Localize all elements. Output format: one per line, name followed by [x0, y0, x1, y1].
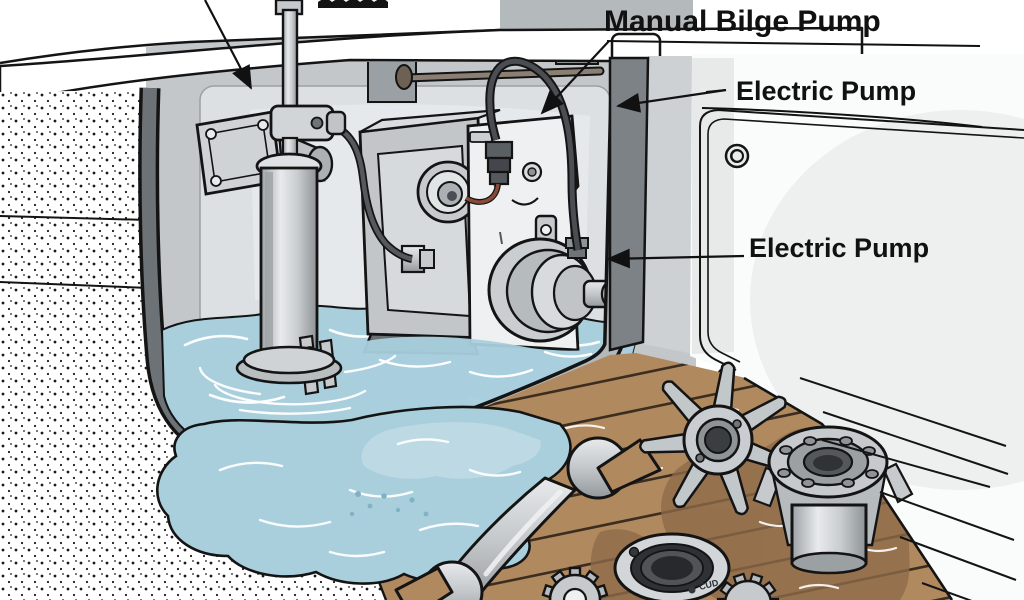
strainer-housing	[752, 425, 914, 575]
pump-handle-grip	[318, 0, 388, 8]
seal-ring: CUD	[613, 532, 731, 600]
label-electric-pump-upper: Electric Pump	[736, 76, 916, 106]
red-wire	[465, 183, 500, 204]
leader-manual-bilge-pump	[540, 40, 610, 115]
base-ripples	[198, 354, 397, 415]
tie-rod	[395, 64, 605, 90]
label-electric-pump-lower: Electric Pump	[749, 233, 929, 263]
leader-electric-pump-lower	[606, 248, 745, 269]
discharge-hose	[485, 56, 583, 251]
electric-pump-unit	[358, 108, 624, 356]
hull-side-panel	[643, 54, 1024, 600]
callouts: Manual Bilge Pump Electric Pump Electric…	[204, 0, 983, 269]
leader-electric-pump-upper	[616, 88, 727, 113]
water-spill-puddle	[156, 405, 572, 585]
motor-end	[416, 160, 480, 224]
pump-handle-shaft	[281, 8, 299, 114]
leader-top-left	[204, 0, 252, 90]
underline-manual-bilge-pump	[606, 40, 981, 47]
open-end-wrench	[394, 436, 662, 600]
gunwale-trim	[0, 0, 864, 106]
small-gear	[541, 566, 780, 600]
manual-bilge-pump	[195, 0, 388, 396]
pump-base-flange	[242, 345, 336, 375]
spill-bubbles	[349, 491, 429, 517]
underline-electric-pump-upper	[701, 107, 983, 128]
hull-strakes	[799, 377, 1017, 600]
panel-screw	[724, 143, 750, 169]
power-cable	[325, 120, 413, 263]
water-foreground	[352, 336, 636, 417]
shaft-clamp	[269, 104, 347, 142]
power-connector	[469, 131, 514, 186]
small-gear-2	[716, 572, 780, 600]
label-manual-bilge-pump: Manual Bilge Pump	[604, 5, 881, 38]
seal-ring-marking: CUD	[698, 577, 720, 592]
